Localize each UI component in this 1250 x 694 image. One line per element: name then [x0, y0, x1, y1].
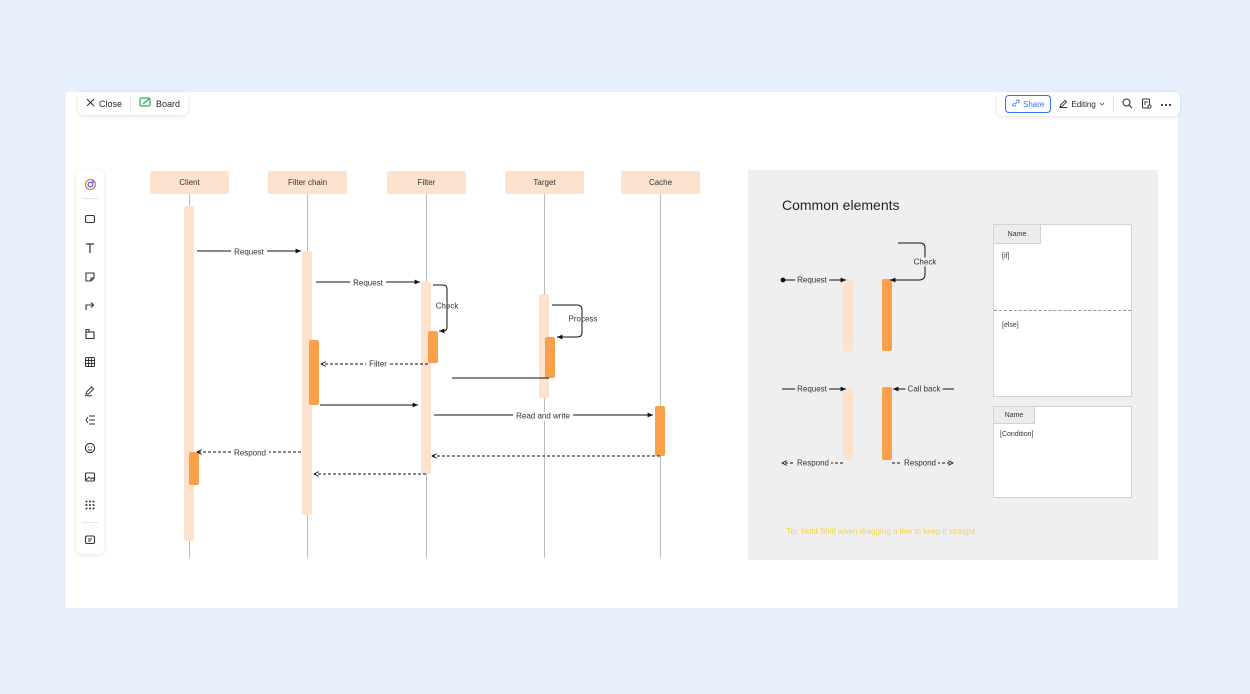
divider	[130, 96, 132, 111]
sticky-note-icon[interactable]	[82, 269, 98, 285]
frame-tool-icon[interactable]	[82, 326, 98, 342]
actor-target[interactable]: Target	[505, 171, 584, 194]
document-icon[interactable]	[1141, 98, 1152, 111]
image-icon[interactable]	[82, 469, 98, 485]
left-toolbar	[76, 170, 104, 554]
message-label-filter: Filter	[366, 359, 390, 369]
frame-name-tab: Name	[994, 407, 1035, 424]
search-icon[interactable]	[1122, 97, 1133, 111]
mindmap-icon[interactable]	[82, 412, 98, 428]
actor-client[interactable]: Client	[150, 171, 229, 194]
sample-request-label: Request	[795, 384, 829, 394]
activation-filter[interactable]	[421, 282, 431, 474]
common-elements-panel[interactable]: Common elements Request Check Request Ca…	[748, 170, 1158, 560]
self-message-process[interactable]	[552, 304, 583, 340]
frame-condition-label: [Condition]	[1000, 431, 1034, 438]
close-icon	[86, 98, 95, 109]
sample-request-label: Request	[795, 275, 829, 285]
text-tool-icon[interactable]	[82, 240, 98, 256]
panel-title: Common elements	[782, 197, 900, 213]
tip-text: Tip: Hold Shift when dragging a line to …	[786, 527, 976, 536]
board-label: Board	[156, 98, 181, 109]
activation-cache[interactable]	[655, 406, 665, 456]
self-message-check[interactable]	[433, 284, 448, 334]
chevron-down-icon	[1099, 100, 1105, 109]
close-label: Close	[99, 98, 123, 109]
activation-target-process[interactable]	[545, 337, 555, 378]
activation-filter-chain-filter[interactable]	[309, 340, 319, 405]
divider	[82, 522, 98, 523]
activation-client[interactable]	[184, 206, 194, 541]
board-icon	[139, 97, 152, 110]
frame-name-tab: Name	[994, 225, 1041, 244]
actor-label: Cache	[648, 178, 673, 187]
sample-respond-label: Respond	[794, 458, 832, 468]
activation-target[interactable]	[539, 294, 549, 398]
share-button[interactable]: Share	[1005, 95, 1052, 113]
top-left-bar: Close Board	[78, 92, 189, 115]
frame-if-label: [if]	[1002, 253, 1010, 260]
message-label-process: Process	[568, 314, 598, 324]
message-label-check: Check	[435, 301, 459, 311]
actor-filter[interactable]: Filter	[387, 171, 466, 194]
activation-filter-chain[interactable]	[302, 251, 312, 515]
lifeline-cache	[660, 194, 661, 558]
shape-rectangle-icon[interactable]	[82, 211, 98, 227]
message-label-read-write: Read and write	[513, 411, 573, 421]
top-right-bar: Share Editing	[997, 92, 1180, 116]
message-label-request: Request	[231, 247, 267, 257]
frame-else-label: [else]	[1002, 322, 1019, 329]
sample-activation-dark[interactable]	[882, 279, 892, 351]
actor-label: Filter chain	[287, 178, 328, 187]
sample-callback-label: Call back	[905, 384, 943, 394]
message-label-request: Request	[350, 278, 386, 288]
activation-filter-check[interactable]	[428, 331, 438, 363]
comment-icon[interactable]	[82, 532, 98, 548]
sample-activation-dark[interactable]	[882, 387, 892, 460]
actor-cache[interactable]: Cache	[621, 171, 700, 194]
editing-label: Editing	[1071, 99, 1096, 109]
sample-activation-light[interactable]	[843, 387, 853, 460]
actor-label: Target	[533, 178, 556, 187]
link-icon	[1012, 99, 1020, 109]
more-tools-grid-icon[interactable]	[82, 497, 98, 513]
activation-client-respond[interactable]	[189, 452, 199, 485]
frame-divider	[994, 310, 1131, 311]
sample-respond-label: Respond	[901, 458, 939, 468]
divider	[1112, 97, 1114, 111]
divider	[82, 198, 98, 199]
actor-label: Filter	[417, 178, 436, 187]
close-button[interactable]: Close	[86, 98, 122, 109]
table-icon[interactable]	[82, 354, 98, 370]
sample-check-label: Check	[911, 257, 939, 267]
sample-activation-light[interactable]	[843, 279, 853, 351]
message-label-respond: Respond	[230, 448, 270, 458]
sticker-emoji-icon[interactable]	[82, 440, 98, 456]
share-label: Share	[1023, 99, 1045, 109]
pencil-icon	[1059, 99, 1068, 110]
actor-label: Client	[179, 178, 200, 187]
pen-tool-icon[interactable]	[82, 383, 98, 399]
actor-filter-chain[interactable]: Filter chain	[268, 171, 347, 194]
board-button[interactable]: Board	[139, 97, 180, 110]
opt-frame[interactable]: Name [Condition]	[993, 406, 1132, 498]
more-icon[interactable]	[1160, 99, 1172, 109]
connector-arrow-icon[interactable]	[82, 297, 98, 313]
ai-assistant-icon[interactable]	[82, 176, 98, 192]
alt-frame[interactable]: Name [if] [else]	[993, 224, 1132, 397]
editing-mode-dropdown[interactable]: Editing	[1059, 99, 1105, 110]
